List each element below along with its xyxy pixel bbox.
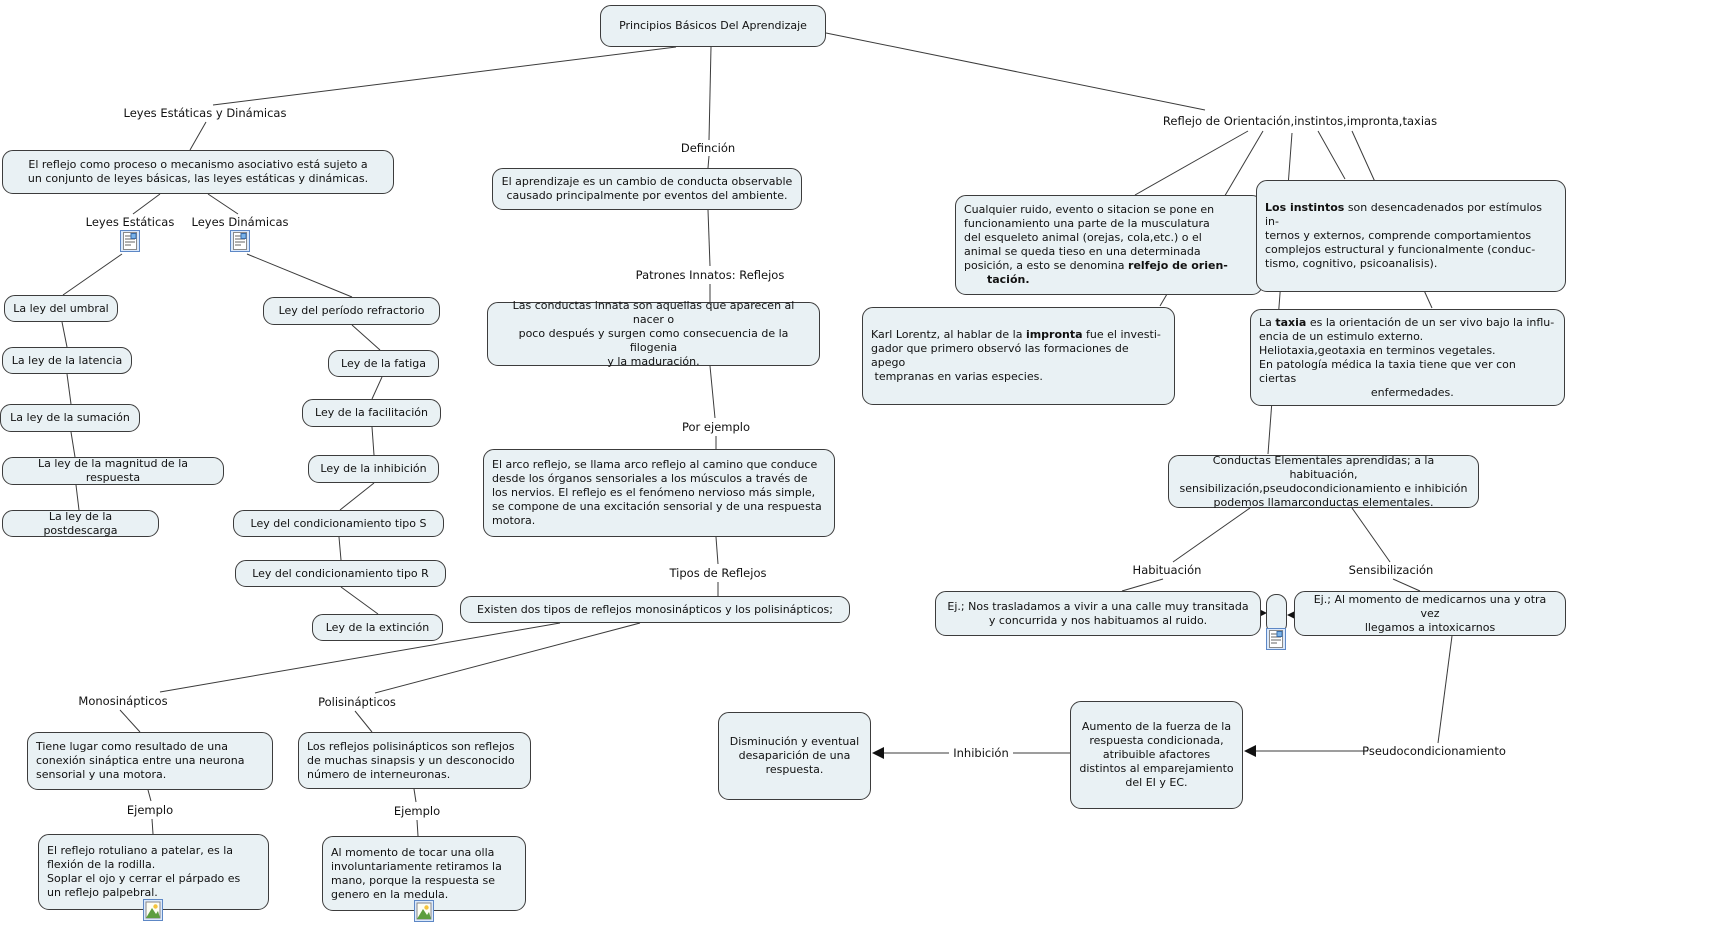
image-icon[interactable] xyxy=(414,900,434,922)
node-taxia[interactable]: La taxia es la orientación de un ser viv… xyxy=(1250,309,1565,406)
document-icon[interactable] xyxy=(1266,628,1286,650)
orientacion-bold-text: relfejo de orien- tación. xyxy=(986,259,1228,286)
taxia-bold-text: taxia xyxy=(1275,315,1307,329)
label-ejemplo-poli[interactable]: Ejemplo xyxy=(393,804,441,818)
instintos-text: son desencadenados por estímulos in- ter… xyxy=(1265,201,1542,270)
node-ley-sumacion[interactable]: La ley de la sumación xyxy=(0,404,140,432)
arrowhead-into-disminucion xyxy=(872,747,884,759)
node-title[interactable]: Principios Básicos Del Aprendizaje xyxy=(600,5,826,47)
node-tipos-reflejos[interactable]: Existen dos tipos de reflejos monosinápt… xyxy=(460,596,850,623)
node-conductas-innatas[interactable]: Las conductas innata son aquellas que ap… xyxy=(487,299,820,368)
orientacion-text: Cualquier ruido, evento o sitacion se po… xyxy=(964,203,1215,272)
taxia-text-post: es la orientación de un ser vivo bajo la… xyxy=(1259,315,1555,399)
node-ley-condicionamiento-r[interactable]: Ley del condicionamiento tipo R xyxy=(235,560,446,587)
node-ley-latencia[interactable]: La ley de la latencia xyxy=(2,347,132,374)
label-patrones-innatos[interactable]: Patrones Innatos: Reflejos xyxy=(635,268,785,282)
node-impronta[interactable]: Karl Lorentz, al hablar de la impronta f… xyxy=(862,307,1175,405)
label-inhibicion[interactable]: Inhibición xyxy=(953,746,1009,760)
node-ley-refractorio[interactable]: Ley del período refractorio xyxy=(263,297,440,325)
node-definicion[interactable]: El aprendizaje es un cambio de conducta … xyxy=(492,168,802,210)
node-aumento-fuerza[interactable]: Aumento de la fuerza de la respuesta con… xyxy=(1070,701,1243,809)
label-habituacion[interactable]: Habituación xyxy=(1132,563,1202,577)
node-leyes-intro[interactable]: El reflejo como proceso o mecanismo asoc… xyxy=(2,150,394,194)
label-tipos-de-reflejos[interactable]: Tipos de Reflejos xyxy=(669,566,767,580)
label-leyes-estaticas-dinamicas[interactable]: Leyes Estáticas y Dinámicas xyxy=(123,106,287,120)
impronta-text-pre: Karl Lorentz, al hablar de la xyxy=(871,328,1026,341)
node-ejemplo-sensibilizacion[interactable]: Ej.; Al momento de medicarnos una y otra… xyxy=(1294,591,1566,636)
taxia-text-pre: La xyxy=(1259,315,1276,329)
node-ley-extincion[interactable]: Ley de la extinción xyxy=(312,614,443,641)
label-sensibilizacion[interactable]: Sensibilización xyxy=(1348,563,1434,577)
node-disminucion[interactable]: Disminución y eventual desaparición de u… xyxy=(718,712,871,800)
node-conductas-elementales[interactable]: Conductas Elementales aprendidas; a la h… xyxy=(1168,454,1479,509)
label-polisinapticos[interactable]: Polisinápticos xyxy=(318,695,396,709)
node-ejemplo-mono[interactable]: El reflejo rotuliano a patelar, es la fl… xyxy=(38,834,269,910)
label-ejemplo-mono[interactable]: Ejemplo xyxy=(126,803,174,817)
node-ley-facilitacion[interactable]: Ley de la facilitación xyxy=(302,399,441,427)
document-icon[interactable] xyxy=(120,230,140,252)
label-definicion[interactable]: Definción xyxy=(680,141,736,155)
label-reflejo-orientacion[interactable]: Reflejo de Orientación,instintos,impront… xyxy=(1162,114,1438,128)
impronta-text-post: fue el investi- gador que primero observ… xyxy=(871,328,1161,383)
node-ley-condicionamiento-s[interactable]: Ley del condicionamiento tipo S xyxy=(233,510,444,537)
label-pseudocondicionamiento[interactable]: Pseudocondicionamiento xyxy=(1362,744,1506,758)
document-icon[interactable] xyxy=(230,230,250,252)
node-ley-magnitud[interactable]: La ley de la magnitud de la respuesta xyxy=(2,457,224,485)
node-ley-umbral[interactable]: La ley del umbral xyxy=(4,295,118,322)
node-instintos[interactable]: Los instintos son desencadenados por est… xyxy=(1256,180,1566,292)
image-icon[interactable] xyxy=(143,899,163,921)
instintos-bold-text: Los instintos xyxy=(1265,201,1345,214)
label-monosinapticos[interactable]: Monosinápticos xyxy=(78,694,168,708)
node-ley-fatiga[interactable]: Ley de la fatiga xyxy=(328,350,439,377)
node-reflejo-orientacion[interactable]: Cualquier ruido, evento o sitacion se po… xyxy=(955,195,1263,295)
node-ley-inhibicion[interactable]: Ley de la inhibición xyxy=(308,455,439,483)
node-polisinapticos-desc[interactable]: Los reflejos polisinápticos son reflejos… xyxy=(298,732,531,789)
label-por-ejemplo[interactable]: Por ejemplo xyxy=(681,420,751,434)
impronta-bold-text: impronta xyxy=(1025,328,1083,341)
node-arco-reflejo[interactable]: El arco reflejo, se llama arco reflejo a… xyxy=(483,449,835,537)
arrowhead-into-aumento xyxy=(1244,745,1256,757)
node-ejemplo-habituacion[interactable]: Ej.; Nos trasladamos a vivir a una calle… xyxy=(935,591,1261,636)
node-monosinapticos-desc[interactable]: Tiene lugar como resultado de una conexi… xyxy=(27,732,273,790)
node-ejemplo-poli[interactable]: Al momento de tocar una olla involuntari… xyxy=(322,836,526,911)
label-leyes-dinamicas[interactable]: Leyes Dinámicas xyxy=(191,215,289,229)
node-ley-postdescarga[interactable]: La ley de la postdescarga xyxy=(2,510,159,537)
label-leyes-estaticas[interactable]: Leyes Estáticas xyxy=(85,215,175,229)
